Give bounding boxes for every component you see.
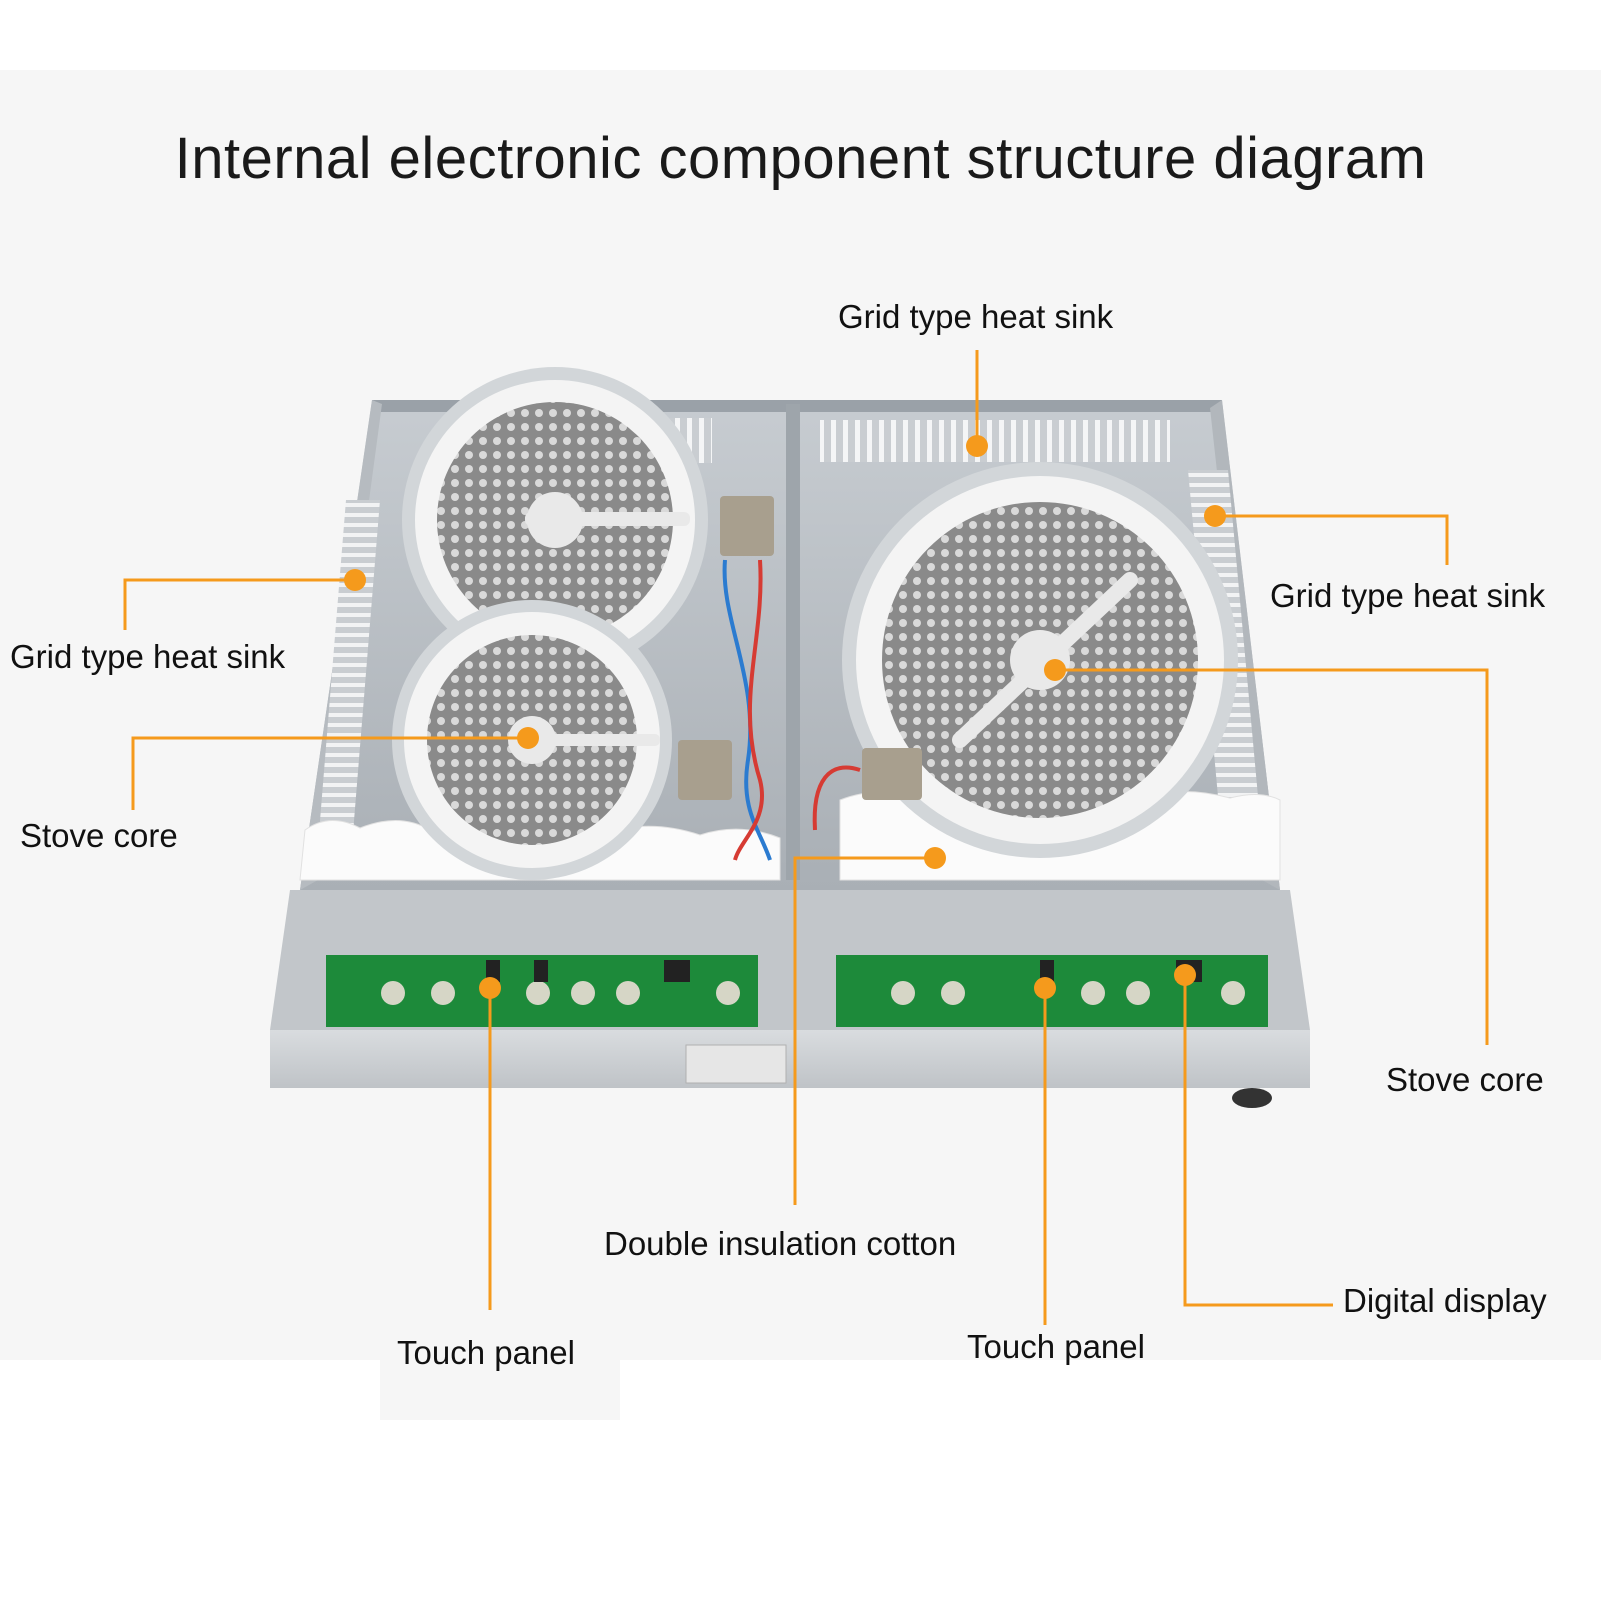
thermostat-3 <box>862 748 922 800</box>
dot-insulation <box>924 847 946 869</box>
burner-right <box>842 462 1238 858</box>
leader-grid-right <box>1215 514 1449 565</box>
rating-plate <box>685 1044 787 1084</box>
label-digital-display: Digital display <box>1343 1282 1547 1319</box>
front-face <box>270 1030 1310 1088</box>
heat-sink-top-right <box>820 420 1170 462</box>
label-stove-core-left: Stove core <box>20 817 178 854</box>
foot <box>1232 1088 1272 1108</box>
pcb-left <box>326 955 758 1027</box>
leader-stove-left <box>131 736 528 810</box>
leader-display <box>1183 975 1333 1307</box>
dot-grid-left <box>344 569 366 591</box>
dot-display <box>1174 964 1196 986</box>
wire-red <box>733 559 764 861</box>
wire-blue <box>722 559 772 861</box>
label-grid-heat-sink-top: Grid type heat sink <box>838 298 1114 335</box>
label-grid-heat-sink-right: Grid type heat sink <box>1270 577 1546 614</box>
callout-lines <box>123 350 1489 1325</box>
leader-stove-right <box>1055 668 1489 1045</box>
dot-stove-left <box>517 727 539 749</box>
dot-stove-right <box>1044 659 1066 681</box>
label-touch-panel-left: Touch panel <box>397 1334 575 1371</box>
label-stove-core-right: Stove core <box>1386 1061 1544 1098</box>
heat-sink-left <box>316 500 380 870</box>
page-title: Internal electronic component structure … <box>174 126 1427 191</box>
background-panel-lower <box>380 1330 620 1420</box>
leader-grid-left <box>123 578 355 630</box>
dot-grid-right <box>1204 505 1226 527</box>
thermostat-1 <box>720 496 774 556</box>
leader-insulation <box>793 856 935 1205</box>
dot-touch-left <box>479 977 501 999</box>
tray-divider <box>786 404 800 880</box>
wire-red-2 <box>812 765 861 831</box>
label-double-insulation-cotton: Double insulation cotton <box>604 1225 957 1262</box>
label-grid-heat-sink-left: Grid type heat sink <box>10 638 286 675</box>
dot-grid-top <box>966 435 988 457</box>
callout-dots <box>344 435 1226 999</box>
label-touch-panel-right: Touch panel <box>967 1328 1145 1365</box>
thermostat-2 <box>678 740 732 800</box>
burner-top-left <box>402 367 708 673</box>
dot-touch-right <box>1034 977 1056 999</box>
